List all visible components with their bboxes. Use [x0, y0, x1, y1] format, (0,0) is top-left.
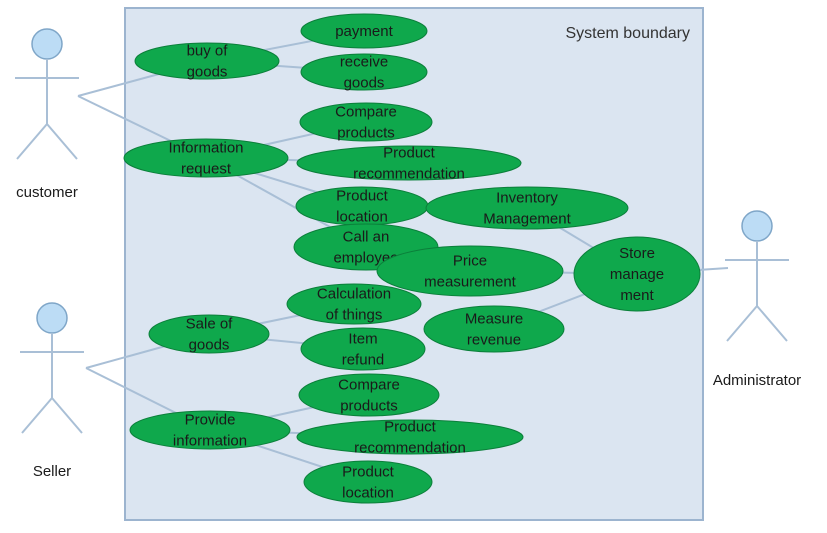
use-case-label: information [173, 433, 247, 450]
use-case-label: refund [342, 352, 385, 369]
use-case-label: recommendation [353, 166, 465, 183]
use-case-label: Inventory [496, 190, 558, 207]
use-case-payment: payment [300, 13, 428, 49]
use-case-label: location [342, 485, 394, 502]
use-case-label: recommendation [354, 440, 466, 457]
actor-head-icon [36, 302, 68, 334]
actor-label-seller: Seller [33, 463, 71, 480]
use-case-label: goods [187, 64, 228, 81]
use-case-ellipse [303, 460, 433, 504]
use-case-sale: Sale of goods [148, 314, 270, 354]
use-case-label: goods [344, 75, 385, 92]
use-case-ellipse [299, 102, 433, 142]
actor-customer: customer [15, 28, 79, 201]
use-case-compare2: Compare products [298, 373, 440, 417]
use-case-label: products [340, 398, 398, 415]
use-case-ellipse [298, 373, 440, 417]
actor-body-line [46, 123, 78, 160]
use-case-label: Product [342, 464, 395, 481]
actor-head-icon [31, 28, 63, 60]
use-case-ellipse [300, 13, 428, 49]
use-case-measure: Measure revenue [423, 305, 565, 353]
use-case-recommend1: Product recommendation [296, 145, 522, 183]
use-case-label: Compare [335, 104, 397, 121]
actor-body-line [16, 123, 48, 160]
use-case-compare1: Compare products [299, 102, 433, 142]
use-case-label: receive [340, 54, 388, 71]
use-case-label: ment [620, 287, 654, 304]
use-case-price: Price measurement [376, 245, 564, 297]
use-case-ellipse [300, 327, 426, 371]
use-case-ellipse [425, 186, 629, 230]
use-case-label: Item [348, 331, 377, 348]
use-case-store: Store manage ment [573, 236, 701, 312]
actor-label-customer: customer [16, 184, 78, 201]
use-case-label: of things [326, 307, 383, 324]
use-case-label: Management [483, 211, 571, 228]
use-case-calc: Calculation of things [286, 283, 422, 325]
actor-body-line [21, 397, 53, 434]
use-case-ellipse [134, 42, 280, 80]
system-boundary-label: System boundary [565, 25, 690, 42]
use-case-label: location [336, 209, 388, 226]
use-cases: buy ofgoodspaymentreceivegoodsInformatio… [123, 13, 701, 504]
use-case-ellipse [300, 53, 428, 91]
use-case-location2: Product location [303, 460, 433, 504]
actor-body-line [51, 397, 83, 434]
use-case-ellipse [573, 236, 701, 312]
use-case-label: Product [384, 419, 437, 436]
use-case-label: Price [453, 253, 487, 270]
use-case-provide: Provide information [129, 410, 291, 450]
use-case-ellipse [423, 305, 565, 353]
use-case-label: Calculation [317, 286, 391, 303]
use-case-label: Measure [465, 311, 523, 328]
use-case-label: Provide [185, 412, 236, 429]
use-case-ellipse [296, 419, 524, 455]
use-case-ellipse [296, 145, 522, 181]
use-case-label: goods [189, 337, 230, 354]
use-case-label: payment [335, 23, 393, 40]
use-case-label: revenue [467, 332, 521, 349]
actor-label-administrator: Administrator [713, 372, 801, 389]
use-case-refund: Item refund [300, 327, 426, 371]
actor-seller: Seller [20, 302, 84, 480]
actor-administrator: Administrator [713, 210, 801, 389]
use-case-ellipse [129, 410, 291, 450]
use-case-buy: buy of goods [134, 42, 280, 81]
use-case-location1: Product location [295, 186, 429, 226]
actor-head-icon [741, 210, 773, 242]
use-case-info_req: Information request [123, 138, 289, 178]
use-case-label: Compare [338, 377, 400, 394]
use-case-label: manage [610, 266, 664, 283]
use-case-label: products [337, 125, 395, 142]
use-case-label: Sale of [186, 316, 234, 333]
use-case-label: Store [619, 245, 655, 262]
use-case-label: Product [383, 145, 436, 162]
actor-body-line [756, 305, 788, 342]
use-case-label: Information [168, 140, 243, 157]
actor-body-line [726, 305, 758, 342]
use-case-ellipse [286, 283, 422, 325]
use-case-label: buy of [187, 43, 229, 60]
use-case-label: measurement [424, 274, 517, 291]
use-case-ellipse [123, 138, 289, 178]
use-case-label: Call an [343, 229, 390, 246]
use-case-receive: receive goods [300, 53, 428, 92]
use-case-label: Product [336, 188, 389, 205]
use-case-ellipse [376, 245, 564, 297]
use-case-label: request [181, 161, 232, 178]
use-case-ellipse [148, 314, 270, 354]
use-case-recommend2: Product recommendation [296, 419, 524, 457]
